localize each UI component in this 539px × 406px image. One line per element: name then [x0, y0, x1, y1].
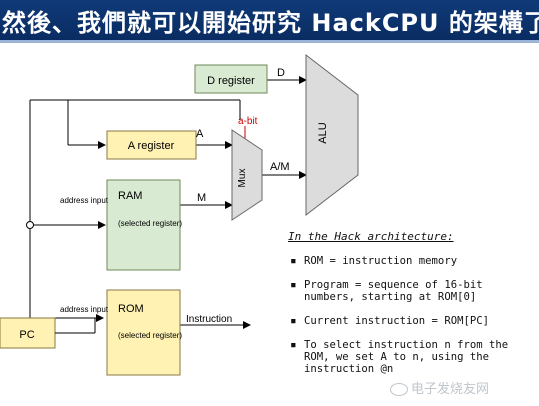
alu-shape — [305, 53, 359, 217]
notes-heading: In the Hack architecture: — [288, 230, 454, 243]
title-underline — [0, 40, 539, 43]
title-bar: 然後、我們就可以開始研究 HackCPU 的架構了 — [0, 0, 539, 40]
label-abit: a-bit — [238, 116, 258, 127]
note-item: To select instruction n from the ROM, we… — [288, 339, 538, 375]
rom-sub: (selected register) — [118, 331, 182, 340]
label-address-input-rom: address input — [60, 305, 109, 314]
label-am: A/M — [270, 161, 290, 173]
alu-label: ALU — [317, 122, 329, 143]
note-item: Program = sequence of 16-bit numbers, st… — [288, 279, 538, 303]
label-d: D — [277, 67, 285, 79]
d-register-label: D register — [207, 75, 255, 87]
rom-title: ROM — [118, 303, 144, 315]
note-item: Current instruction = ROM[PC] — [288, 315, 538, 327]
slide-title: 然後、我們就可以開始研究 HackCPU 的架構了 — [2, 9, 539, 37]
mux-shape — [231, 129, 263, 221]
watermark-text: 电子发烧友网 — [411, 382, 490, 397]
label-a: A — [196, 128, 204, 140]
mux-label: Mux — [237, 169, 248, 188]
notes-panel: In the Hack architecture: ROM = instruct… — [288, 230, 538, 387]
a-register-box — [106, 130, 197, 160]
ram-box — [106, 179, 181, 271]
label-m: M — [197, 192, 206, 204]
watermark: 电子发烧友网 — [390, 378, 530, 397]
ram-sub: (selected register) — [118, 219, 182, 228]
ram-title: RAM — [118, 190, 142, 202]
watermark-logo-icon — [390, 383, 408, 396]
a-register-label: A register — [128, 140, 175, 152]
note-item: ROM = instruction memory — [288, 255, 538, 267]
d-register-box — [194, 64, 268, 94]
label-instruction: Instruction — [186, 314, 232, 325]
pc-label: PC — [19, 329, 34, 341]
label-address-input-ram: address input — [60, 196, 109, 205]
rom-box — [106, 289, 181, 376]
pc-box — [0, 317, 56, 349]
junction-node — [26, 221, 34, 229]
